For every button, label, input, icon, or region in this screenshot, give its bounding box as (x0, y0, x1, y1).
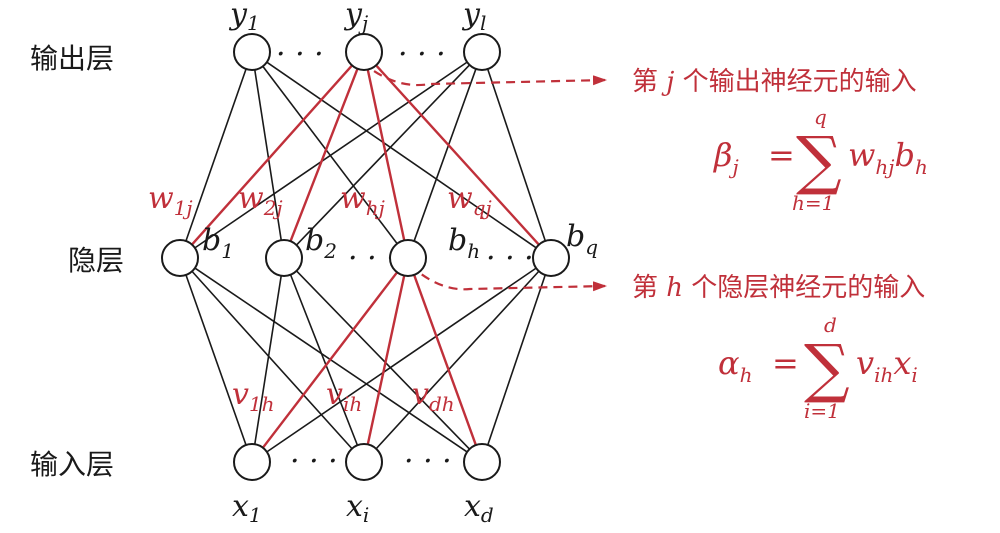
edge-input-to-hidden (266, 267, 537, 453)
weight-label-wqj: wqj (447, 181, 492, 220)
input-ellipsis-right: · · · (404, 444, 452, 479)
output-neuron-1 (233, 33, 271, 71)
weight-label-vih: vih (326, 377, 362, 416)
output-ellipsis-right: · · · (398, 37, 446, 72)
weight-labels-input-hidden: v1h vih vdh (232, 377, 455, 416)
output-neuron-l (463, 33, 501, 71)
edge-input-to-hidden-highlighted (366, 275, 406, 445)
hidden-neuron-q (532, 239, 570, 277)
input-layer-label: 输入层 (30, 448, 114, 481)
edge-input-to-hidden (253, 275, 283, 445)
edge-hidden-to-output (295, 64, 471, 246)
input-neuron-i (345, 443, 383, 481)
node-label-bq: bq (566, 219, 598, 259)
edge-hidden-to-output-highlighted (191, 64, 353, 246)
hidden-neuron-1 (161, 239, 199, 277)
node-label-b1: b1 (202, 223, 234, 263)
edge-input-to-hidden-highlighted (261, 271, 399, 449)
edge-input-to-hidden (487, 274, 546, 446)
hidden-ellipsis-right: · · · (486, 241, 534, 276)
beta-equals: = (768, 136, 795, 174)
node-label-xi: xi (346, 489, 369, 527)
alpha-equals: = (772, 344, 799, 382)
input-neuron-1 (233, 443, 271, 481)
edge-hidden-to-output (413, 68, 477, 242)
edge-input-to-hidden (185, 274, 247, 446)
alpha-sum-upper: d (824, 313, 837, 337)
output-ellipsis-left: · · · (276, 37, 324, 72)
edge-hidden-to-output-highlighted (375, 64, 540, 246)
edge-input-to-hidden (289, 274, 359, 446)
hidden-neuron-h (389, 239, 427, 277)
hidden-layer-label: 隐层 (68, 244, 124, 277)
node-label-yj: yj (343, 0, 368, 35)
weight-labels-hidden-output: w1j w2j whj wqj (148, 181, 492, 220)
beta-sum-upper: q (814, 105, 827, 129)
output-layer (233, 33, 501, 71)
beta-sigma: ∑ (796, 124, 842, 198)
highlighted-edges (191, 64, 540, 449)
beta-sum-lower: h=1 (792, 191, 834, 215)
hidden-neuron-2 (265, 239, 303, 277)
alpha-lhs: αh (718, 344, 753, 387)
hidden-ellipsis-left: · · · (348, 241, 396, 276)
weight-label-w2j: w2j (238, 181, 283, 220)
output-layer-label: 输出层 (30, 42, 114, 75)
weight-label-w1j: w1j (148, 181, 193, 220)
beta-formula: βj = q ∑ h=1 whjbh (713, 105, 928, 215)
output-neuron-j (345, 33, 383, 71)
output-neuron-input-caption: 第 j 个输出神经元的输入 (632, 67, 917, 97)
input-ellipsis-left: · · · (290, 444, 338, 479)
edge-input-to-hidden (191, 270, 353, 450)
beta-lhs: βj (713, 136, 739, 179)
node-label-yl: yl (461, 0, 486, 35)
alpha-sigma: ∑ (804, 332, 850, 406)
beta-term: whjbh (848, 136, 928, 179)
edge-hidden-to-output (266, 61, 537, 249)
weight-label-vdh: vdh (412, 377, 455, 416)
node-label-x1: x1 (232, 489, 262, 527)
node-label-bh: bh (448, 223, 480, 263)
node-label-b2: b2 (305, 223, 337, 263)
edge-hidden-to-output-highlighted (289, 68, 359, 242)
edge-hidden-to-output (486, 68, 547, 242)
alpha-sum-lower: i=1 (804, 399, 840, 423)
hidden-layer (161, 239, 570, 277)
node-label-xd: xd (464, 489, 494, 527)
alpha-formula: αh = d ∑ i=1 vihxi (718, 313, 918, 423)
edge-hidden-to-output (253, 69, 283, 241)
alpha-term: vihxi (856, 344, 918, 387)
edge-hidden-to-output (185, 68, 247, 242)
connection-edges (185, 61, 547, 453)
input-layer (233, 443, 501, 481)
edge-input-to-hidden-highlighted (413, 274, 477, 446)
edge-input-to-hidden (375, 270, 540, 450)
weight-label-v1h: v1h (232, 377, 275, 416)
edge-hidden-to-output (262, 65, 398, 245)
edge-input-to-hidden (295, 270, 471, 450)
edge-hidden-to-output-highlighted (366, 69, 406, 241)
weight-label-whj: whj (340, 181, 385, 220)
node-label-y1: y1 (228, 0, 260, 35)
input-neuron-d (463, 443, 501, 481)
hidden-neuron-input-caption: 第 h 个隐层神经元的输入 (632, 273, 925, 303)
